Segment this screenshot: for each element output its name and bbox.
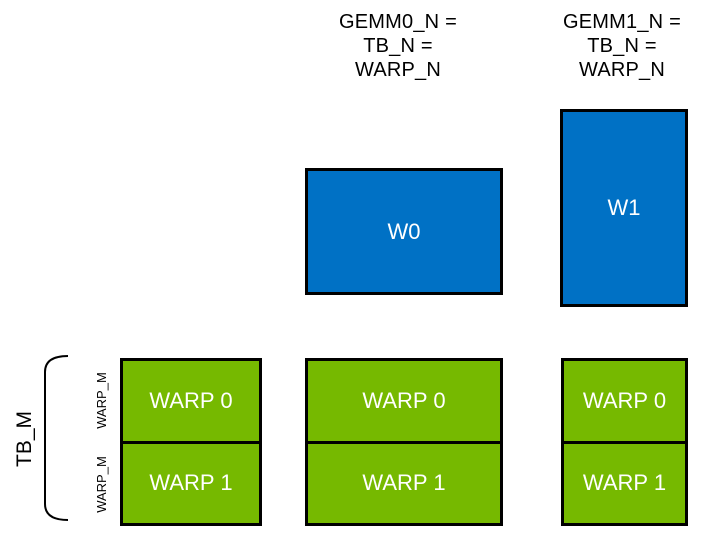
header-line: WARP_N [354, 59, 442, 81]
warp1-cell: WARP 1 [564, 440, 685, 524]
warp-cell-label: WARP 1 [362, 470, 446, 496]
tile-label: W1 [607, 195, 641, 220]
blue-tile-w1: W1 [560, 109, 688, 307]
header-line: GEMM0_N = [339, 11, 457, 33]
warp0-cell: WARP 0 [308, 361, 500, 441]
warp-cell-label: WARP 0 [149, 387, 233, 413]
warp-column-middle: WARP 0 WARP 1 [305, 358, 503, 526]
warp-column-left: WARP 0 WARP 1 [120, 358, 262, 526]
warp0-cell: WARP 0 [123, 361, 259, 441]
warp-cell-label: WARP 1 [149, 470, 233, 496]
header-line: TB_N = [587, 35, 657, 57]
warp-m-label-row1: WARP_M [93, 455, 109, 513]
warp0-cell: WARP 0 [564, 361, 685, 441]
warp-cell-label: WARP 0 [582, 387, 667, 413]
warp1-cell: WARP 1 [308, 440, 500, 524]
tb-m-bracket [44, 355, 69, 521]
tile-label: W0 [387, 218, 421, 244]
warp-cell-label: WARP 0 [362, 387, 446, 413]
header-line: TB_N = [363, 35, 433, 57]
blue-tile-w0: W0 [305, 168, 503, 295]
warp1-cell: WARP 1 [123, 440, 259, 524]
header-line: WARP_N [578, 59, 666, 81]
column-header-gemm1: GEMM1_N = TB_N = WARP_N [530, 10, 714, 82]
column-header-gemm0: GEMM0_N = TB_N = WARP_N [306, 10, 490, 82]
warp-m-label-row0: WARP_M [93, 371, 109, 429]
warp-column-right: WARP 0 WARP 1 [561, 358, 688, 526]
header-line: GEMM1_N = [563, 11, 681, 33]
warp-cell-label: WARP 1 [582, 470, 667, 496]
tb-m-label: TB_M [13, 410, 37, 468]
